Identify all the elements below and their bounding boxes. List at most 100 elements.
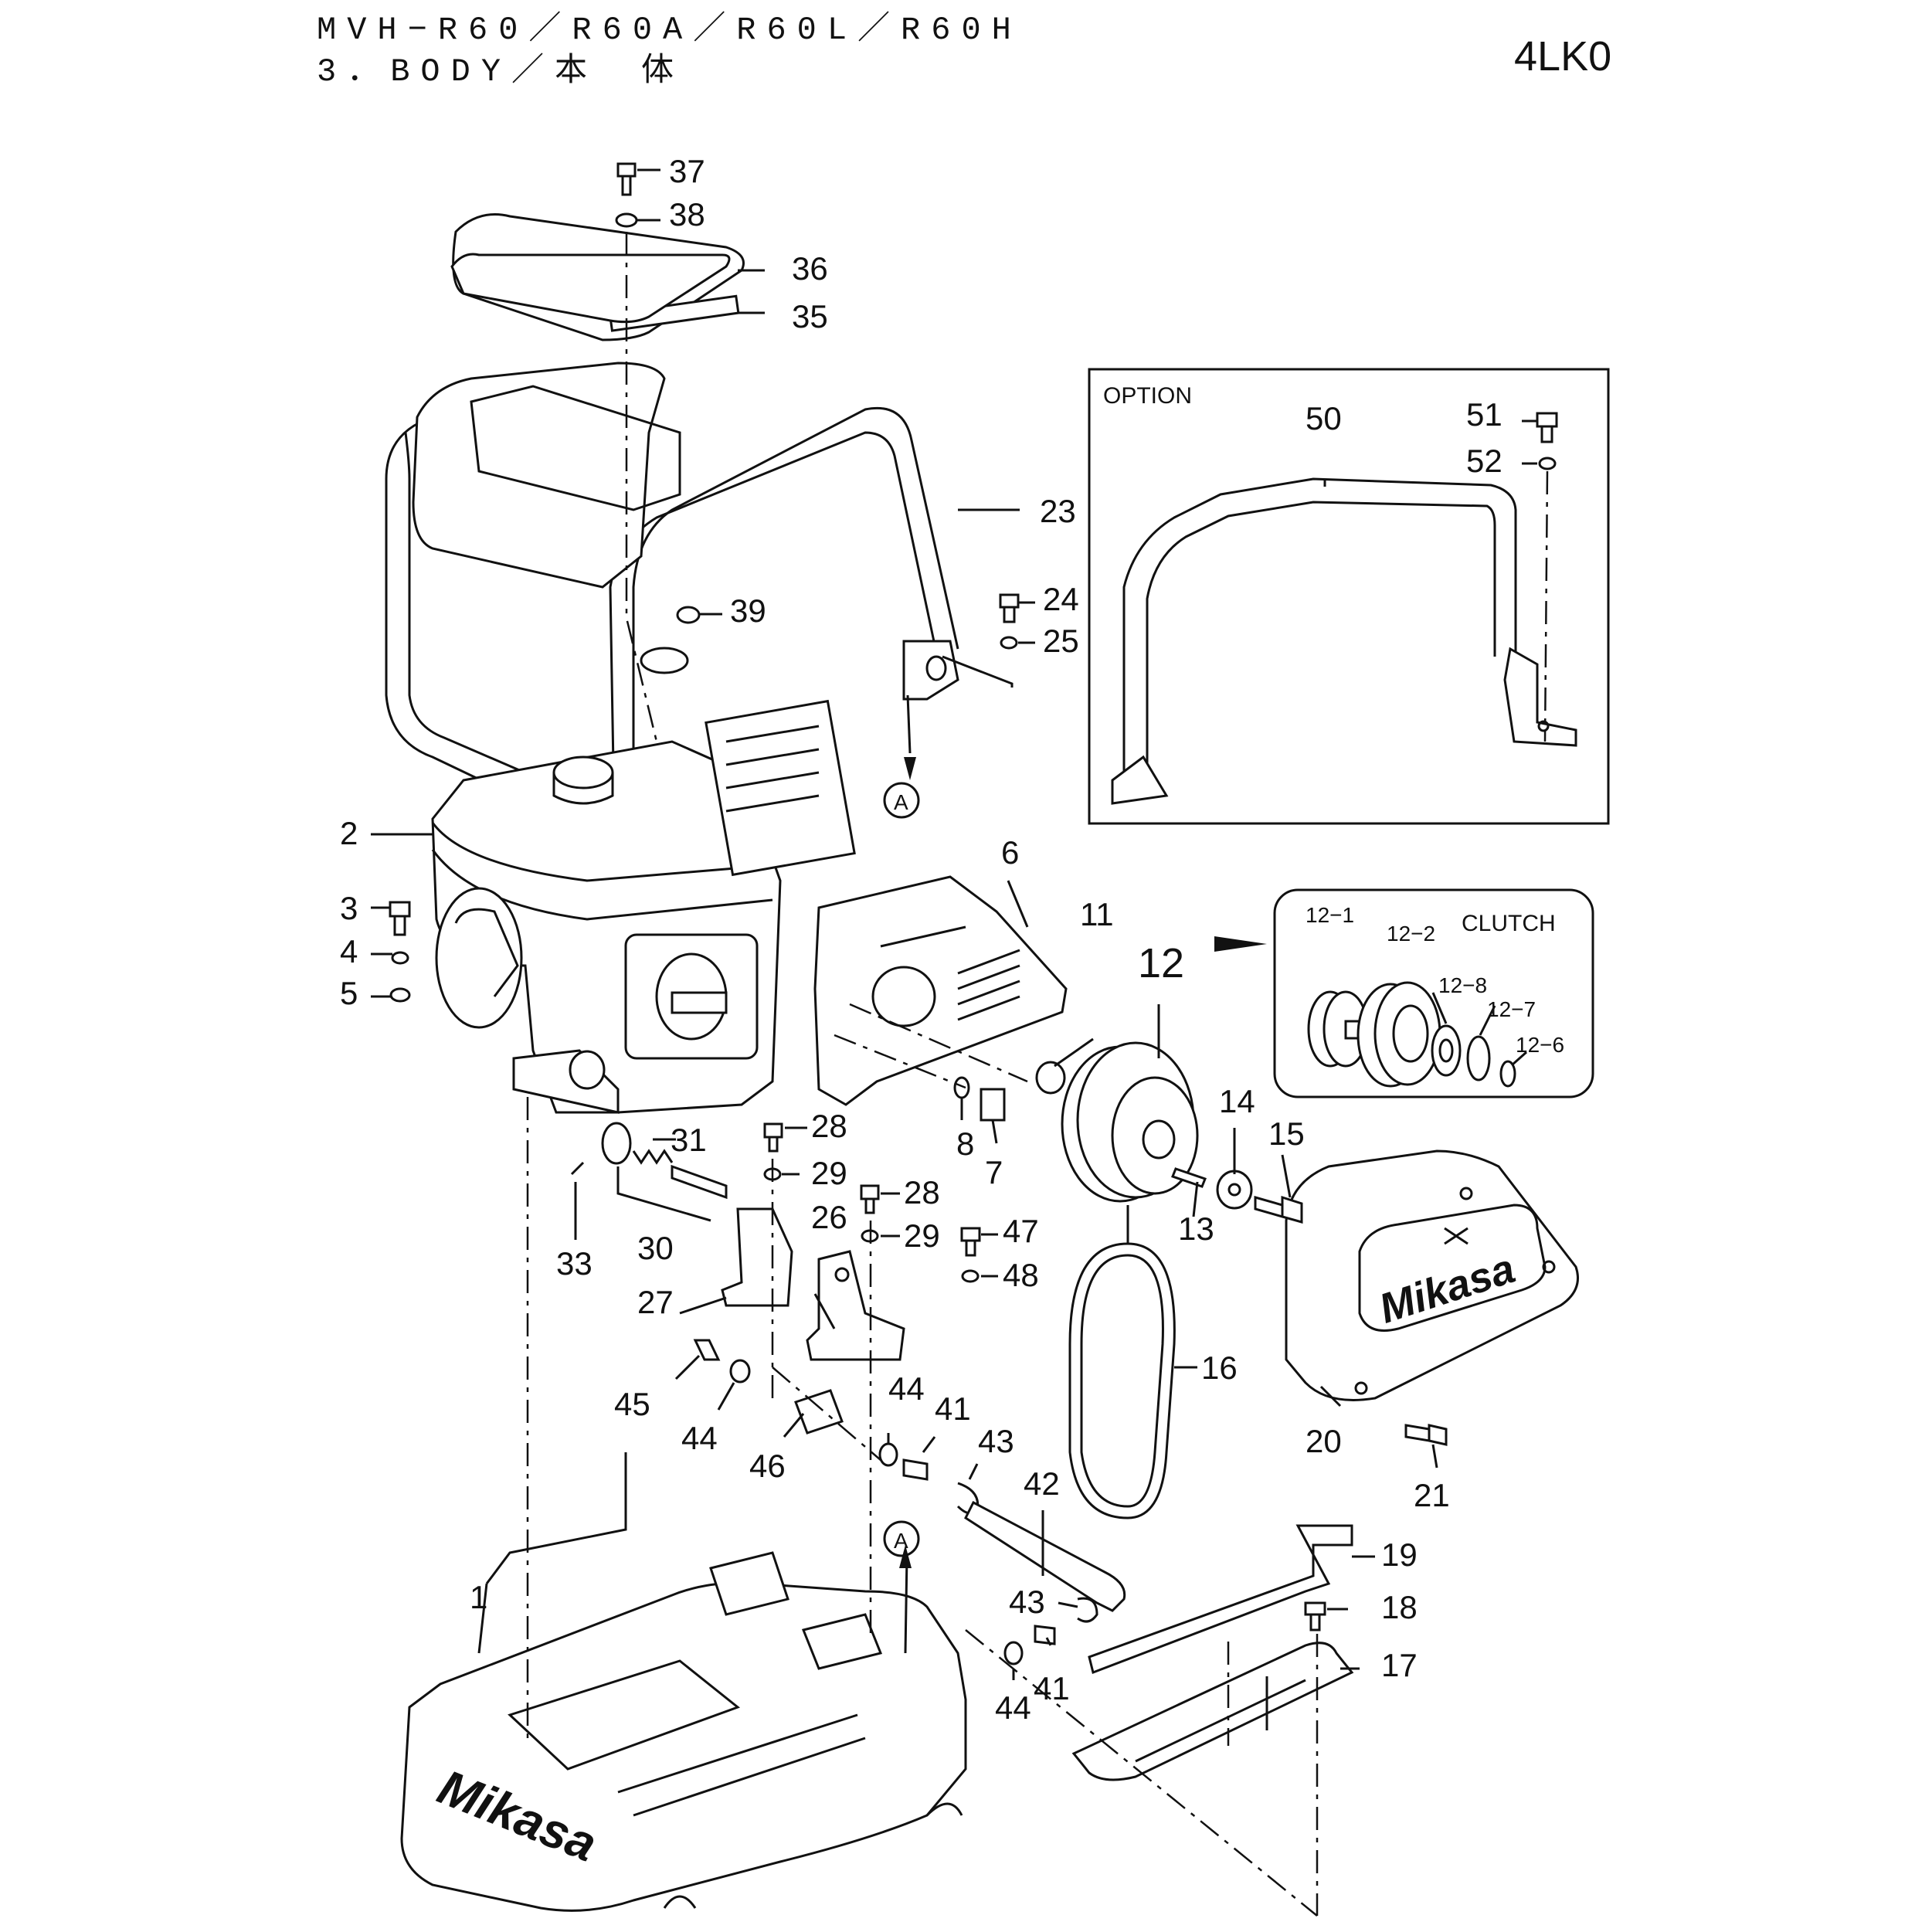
- oil-cap: [640, 647, 689, 674]
- bolt-28a: [763, 1122, 783, 1153]
- callout-14: 14: [1219, 1083, 1255, 1119]
- reference-marker-a-bottom: A: [883, 1520, 920, 1654]
- callout-51: 51: [1466, 396, 1502, 433]
- callout-12-7: 12−7: [1487, 997, 1536, 1021]
- washer-52: [1538, 457, 1557, 470]
- clutch-pointer-arrow: [1214, 936, 1267, 952]
- handle-guard-23: [385, 406, 959, 844]
- option-box: OPTION: [1088, 368, 1610, 825]
- callout-29b: 29: [904, 1217, 940, 1254]
- rod-30: [671, 1164, 728, 1200]
- callout-numbers: 37 38 36 35 50 51 52 23 39 24 25 2 6 11 …: [340, 153, 1502, 1726]
- clutch-label: CLUTCH: [1462, 911, 1556, 936]
- callout-12-8: 12−8: [1438, 973, 1487, 997]
- callout-41b: 41: [1034, 1670, 1070, 1706]
- callout-15: 15: [1268, 1115, 1305, 1152]
- callout-43b: 43: [1009, 1584, 1045, 1620]
- washer-14: [1216, 1170, 1253, 1210]
- callout-3: 3: [340, 890, 358, 926]
- callout-48: 48: [1003, 1257, 1039, 1293]
- callout-43a: 43: [978, 1423, 1014, 1459]
- callout-30: 30: [637, 1230, 674, 1266]
- bearing-12-8: [1431, 1024, 1462, 1077]
- callout-6: 6: [1001, 834, 1019, 871]
- callout-39: 39: [730, 593, 766, 629]
- bolt-41a: [902, 1458, 929, 1481]
- svg-text:A: A: [894, 790, 908, 814]
- callout-28a: 28: [811, 1108, 847, 1144]
- callout-13: 13: [1178, 1210, 1214, 1247]
- screw-18: [1304, 1601, 1326, 1632]
- callout-42: 42: [1024, 1465, 1060, 1502]
- callout-8: 8: [956, 1126, 974, 1162]
- callout-20: 20: [1306, 1423, 1342, 1459]
- cushion-35: [450, 253, 731, 324]
- pulley-12: [1061, 1041, 1199, 1203]
- guard-mount-bracket: [902, 640, 959, 701]
- option-label: OPTION: [1103, 383, 1192, 409]
- clutch-drum-12-2: [1356, 981, 1441, 1088]
- washer-38: [615, 212, 638, 228]
- bolt-45: [693, 1339, 721, 1361]
- pivot-46: [794, 1389, 844, 1435]
- spacer-11: [1035, 1061, 1066, 1095]
- callout-45: 45: [614, 1386, 650, 1422]
- callout-1: 1: [470, 1579, 487, 1615]
- bolt-21: [1404, 1424, 1448, 1446]
- callout-12-6: 12−6: [1516, 1033, 1564, 1057]
- option-guard-handle: [1122, 477, 1517, 796]
- engine-plate-6: [813, 875, 1068, 1106]
- model-title: MVH−R60／R60A／R60L／R60H: [317, 12, 1022, 49]
- callout-44a: 44: [681, 1420, 718, 1456]
- crankshaft: [671, 991, 728, 1014]
- bolt-51: [1536, 412, 1558, 443]
- callout-52: 52: [1466, 443, 1502, 479]
- bolt-37: [616, 162, 637, 196]
- clip-43b: [1077, 1597, 1098, 1623]
- callout-28b: 28: [904, 1174, 940, 1210]
- callout-50: 50: [1306, 400, 1342, 436]
- callout-12-2: 12−2: [1387, 922, 1435, 946]
- callout-4: 4: [340, 933, 358, 969]
- belt-cover-20: Mikasa: [1285, 1149, 1579, 1401]
- bolt-15: [1254, 1195, 1303, 1224]
- callout-5: 5: [340, 975, 358, 1011]
- snap-ring-12-6: [1499, 1060, 1516, 1088]
- washer-5: [389, 987, 411, 1003]
- option-guard-foot-left: [1111, 755, 1169, 805]
- callout-26: 26: [811, 1199, 847, 1235]
- callout-47: 47: [1003, 1213, 1039, 1249]
- lever-19: [1088, 1524, 1353, 1675]
- clutch-box: CLUTCH: [1273, 888, 1594, 1098]
- washer-48: [961, 1269, 980, 1283]
- svg-text:A: A: [894, 1529, 908, 1553]
- spring-31: [632, 1149, 674, 1165]
- assembly-center-lines: [526, 232, 1549, 1917]
- callout-41a: 41: [935, 1390, 971, 1427]
- callout-23: 23: [1040, 493, 1076, 529]
- bolt-7: [980, 1088, 1006, 1122]
- callout-12: 12: [1138, 940, 1184, 986]
- callout-18: 18: [1381, 1589, 1418, 1625]
- bracket-27: [721, 1207, 793, 1307]
- washer-44c: [1003, 1641, 1024, 1665]
- base-plate-1: Mikasa: [400, 1551, 967, 1912]
- bolt-3: [389, 901, 411, 936]
- washer-4: [391, 951, 409, 965]
- callout-11: 11: [1080, 896, 1114, 932]
- bolt-47: [960, 1227, 981, 1257]
- option-guard-foot-right: [1503, 647, 1577, 747]
- clutch-callouts: 12−1 12−2 12−8 12−7 12−6: [1306, 903, 1564, 1057]
- washer-25: [1000, 636, 1018, 650]
- callout-33: 33: [556, 1245, 593, 1282]
- callout-27: 27: [637, 1284, 674, 1320]
- callout-31: 31: [671, 1122, 707, 1158]
- callout-38: 38: [669, 196, 705, 233]
- callout-2: 2: [340, 815, 358, 851]
- bracket-26: [806, 1250, 905, 1361]
- cotter-pin-33: [570, 1161, 585, 1176]
- callout-16: 16: [1201, 1350, 1238, 1386]
- rod-42: [964, 1500, 1126, 1612]
- callout-37: 37: [669, 153, 705, 189]
